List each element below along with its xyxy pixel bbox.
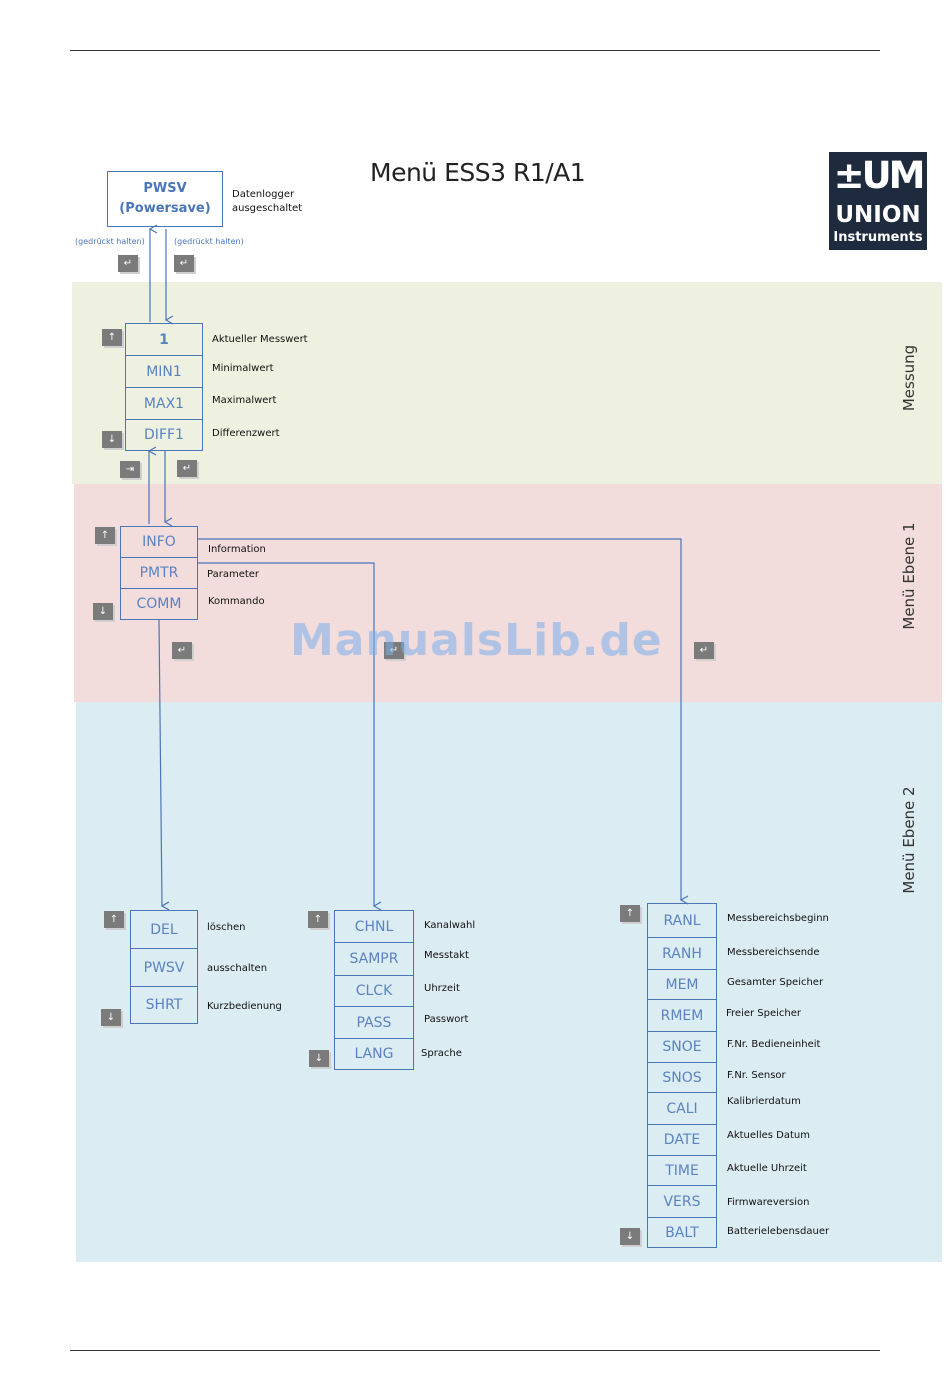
logo-brand: UNION [835, 202, 921, 228]
desc-fnr-sensor: F.Nr. Sensor [727, 1070, 786, 1081]
menu-box-chnl: CHNL [334, 910, 414, 942]
desc-kommando: Kommando [208, 596, 265, 607]
desc-gesamter-speicher: Gesamter Speicher [727, 977, 824, 988]
desc-fnr-bedieneinheit: F.Nr. Bedieneinheit [727, 1039, 821, 1050]
menu-box-snoe: SNOE [647, 1031, 717, 1062]
pwsv-desc-line1: Datenlogger [232, 189, 295, 200]
desc-batterielebensdauer: Batterielebensdauer [727, 1226, 830, 1237]
watermark: ManualsLib.de [290, 615, 663, 666]
up-key-icon: ↑ [308, 911, 328, 928]
menu-box-ranh: RANH [647, 937, 717, 969]
down-key-icon: ↓ [93, 603, 113, 620]
menu-box-balt: BALT [647, 1217, 717, 1248]
menu-box-clck: CLCK [334, 975, 414, 1006]
arrow-info-to-ranl [197, 538, 689, 905]
band-menu-ebene-2 [76, 702, 942, 1262]
desc-messbereichsende: Messbereichsende [727, 947, 820, 958]
desc-loeschen: löschen [207, 922, 246, 933]
menu-box-max1: MAX1 [125, 387, 203, 419]
desc-aktueller-messwert: Aktueller Messwert [212, 334, 308, 345]
desc-information: Information [208, 544, 266, 555]
menu-box-sampr: SAMPR [334, 942, 414, 975]
enter-key-icon: ↵ [172, 642, 192, 659]
desc-differenzwert: Differenzwert [212, 428, 280, 439]
menu-box-del: DEL [130, 910, 198, 948]
footer-rule [70, 1350, 880, 1351]
desc-ausschalten: ausschalten [207, 963, 268, 974]
logo-mark: ±UM [833, 154, 926, 197]
desc-firmwareversion: Firmwareversion [727, 1197, 810, 1208]
up-key-icon: ↑ [104, 911, 124, 928]
menu-box-snos: SNOS [647, 1062, 717, 1092]
union-instruments-logo: ±UM UNION Instruments [829, 152, 927, 250]
band-messung [72, 282, 942, 484]
enter-key-icon: ↵ [384, 642, 404, 659]
desc-uhrzeit: Uhrzeit [424, 983, 460, 994]
menu-box-pmtr: PMTR [120, 557, 198, 588]
pwsv-desc-line2: ausgeschaltet [232, 203, 303, 214]
menu-box-vers: VERS [647, 1185, 717, 1217]
header-rule [70, 50, 880, 51]
enter-key-icon: ↵ [174, 255, 194, 272]
menu-box-diff1: DIFF1 [125, 419, 203, 451]
menu-box-info: INFO [120, 526, 198, 557]
menu-box-mem: MEM [647, 969, 717, 999]
arrow-comm-to-del [158, 619, 170, 911]
logo-sub: Instruments [833, 230, 923, 245]
menu-box-1: 1 [125, 323, 203, 355]
desc-minimalwert: Minimalwert [212, 363, 274, 374]
desc-aktuelles-datum: Aktuelles Datum [727, 1130, 810, 1141]
page-title: Menü ESS3 R1/A1 [370, 158, 586, 187]
menu-box-pwsv: PWSV [130, 948, 198, 986]
powersave-label: (Powersave) [119, 201, 211, 216]
up-key-icon: ↑ [620, 905, 640, 922]
hint-hold-right: (gedrückt halten) [174, 237, 244, 246]
enter-key-icon: ↵ [177, 460, 197, 477]
desc-passwort: Passwort [424, 1014, 469, 1025]
up-key-icon: ↑ [95, 527, 115, 544]
band-menu-ebene-1 [74, 484, 942, 702]
arrow-pmtr-to-chnl [197, 562, 382, 911]
up-key-icon: ↑ [102, 329, 122, 346]
menu-box-cali: CALI [647, 1092, 717, 1124]
hint-hold-left: (gedrückt halten) [75, 237, 145, 246]
menu-box-lang: LANG [334, 1038, 414, 1070]
desc-aktuelle-uhrzeit: Aktuelle Uhrzeit [727, 1163, 807, 1174]
menu-box-time: TIME [647, 1155, 717, 1185]
down-key-icon: ↓ [102, 431, 122, 448]
menu-box-pass: PASS [334, 1006, 414, 1038]
desc-messtakt: Messtakt [424, 950, 469, 961]
pwsv-label: PWSV [143, 181, 187, 196]
menu-box-min1: MIN1 [125, 355, 203, 387]
desc-freier-speicher: Freier Speicher [726, 1008, 802, 1019]
menu-box-rmem: RMEM [647, 999, 717, 1031]
desc-maximalwert: Maximalwert [212, 395, 277, 406]
down-key-icon: ↓ [101, 1009, 121, 1026]
desc-messbereichsbeginn: Messbereichsbeginn [727, 913, 829, 924]
desc-kanalwahl: Kanalwahl [424, 920, 476, 931]
exit-key-icon: ⇥ [120, 461, 140, 478]
menu-box-comm: COMM [120, 588, 198, 620]
desc-sprache: Sprache [421, 1048, 462, 1059]
down-key-icon: ↓ [309, 1050, 329, 1067]
menu-box-shrt: SHRT [130, 986, 198, 1024]
desc-kalibrierdatum: Kalibrierdatum [727, 1096, 801, 1107]
desc-kurzbedienung: Kurzbedienung [207, 1001, 282, 1012]
menu-box-ranl: RANL [647, 903, 717, 937]
enter-key-icon: ↵ [118, 255, 138, 272]
desc-parameter: Parameter [207, 569, 260, 580]
down-key-icon: ↓ [620, 1228, 640, 1245]
pwsv-powersave-box: PWSV (Powersave) [107, 171, 223, 227]
enter-key-icon: ↵ [694, 642, 714, 659]
menu-box-date: DATE [647, 1124, 717, 1155]
